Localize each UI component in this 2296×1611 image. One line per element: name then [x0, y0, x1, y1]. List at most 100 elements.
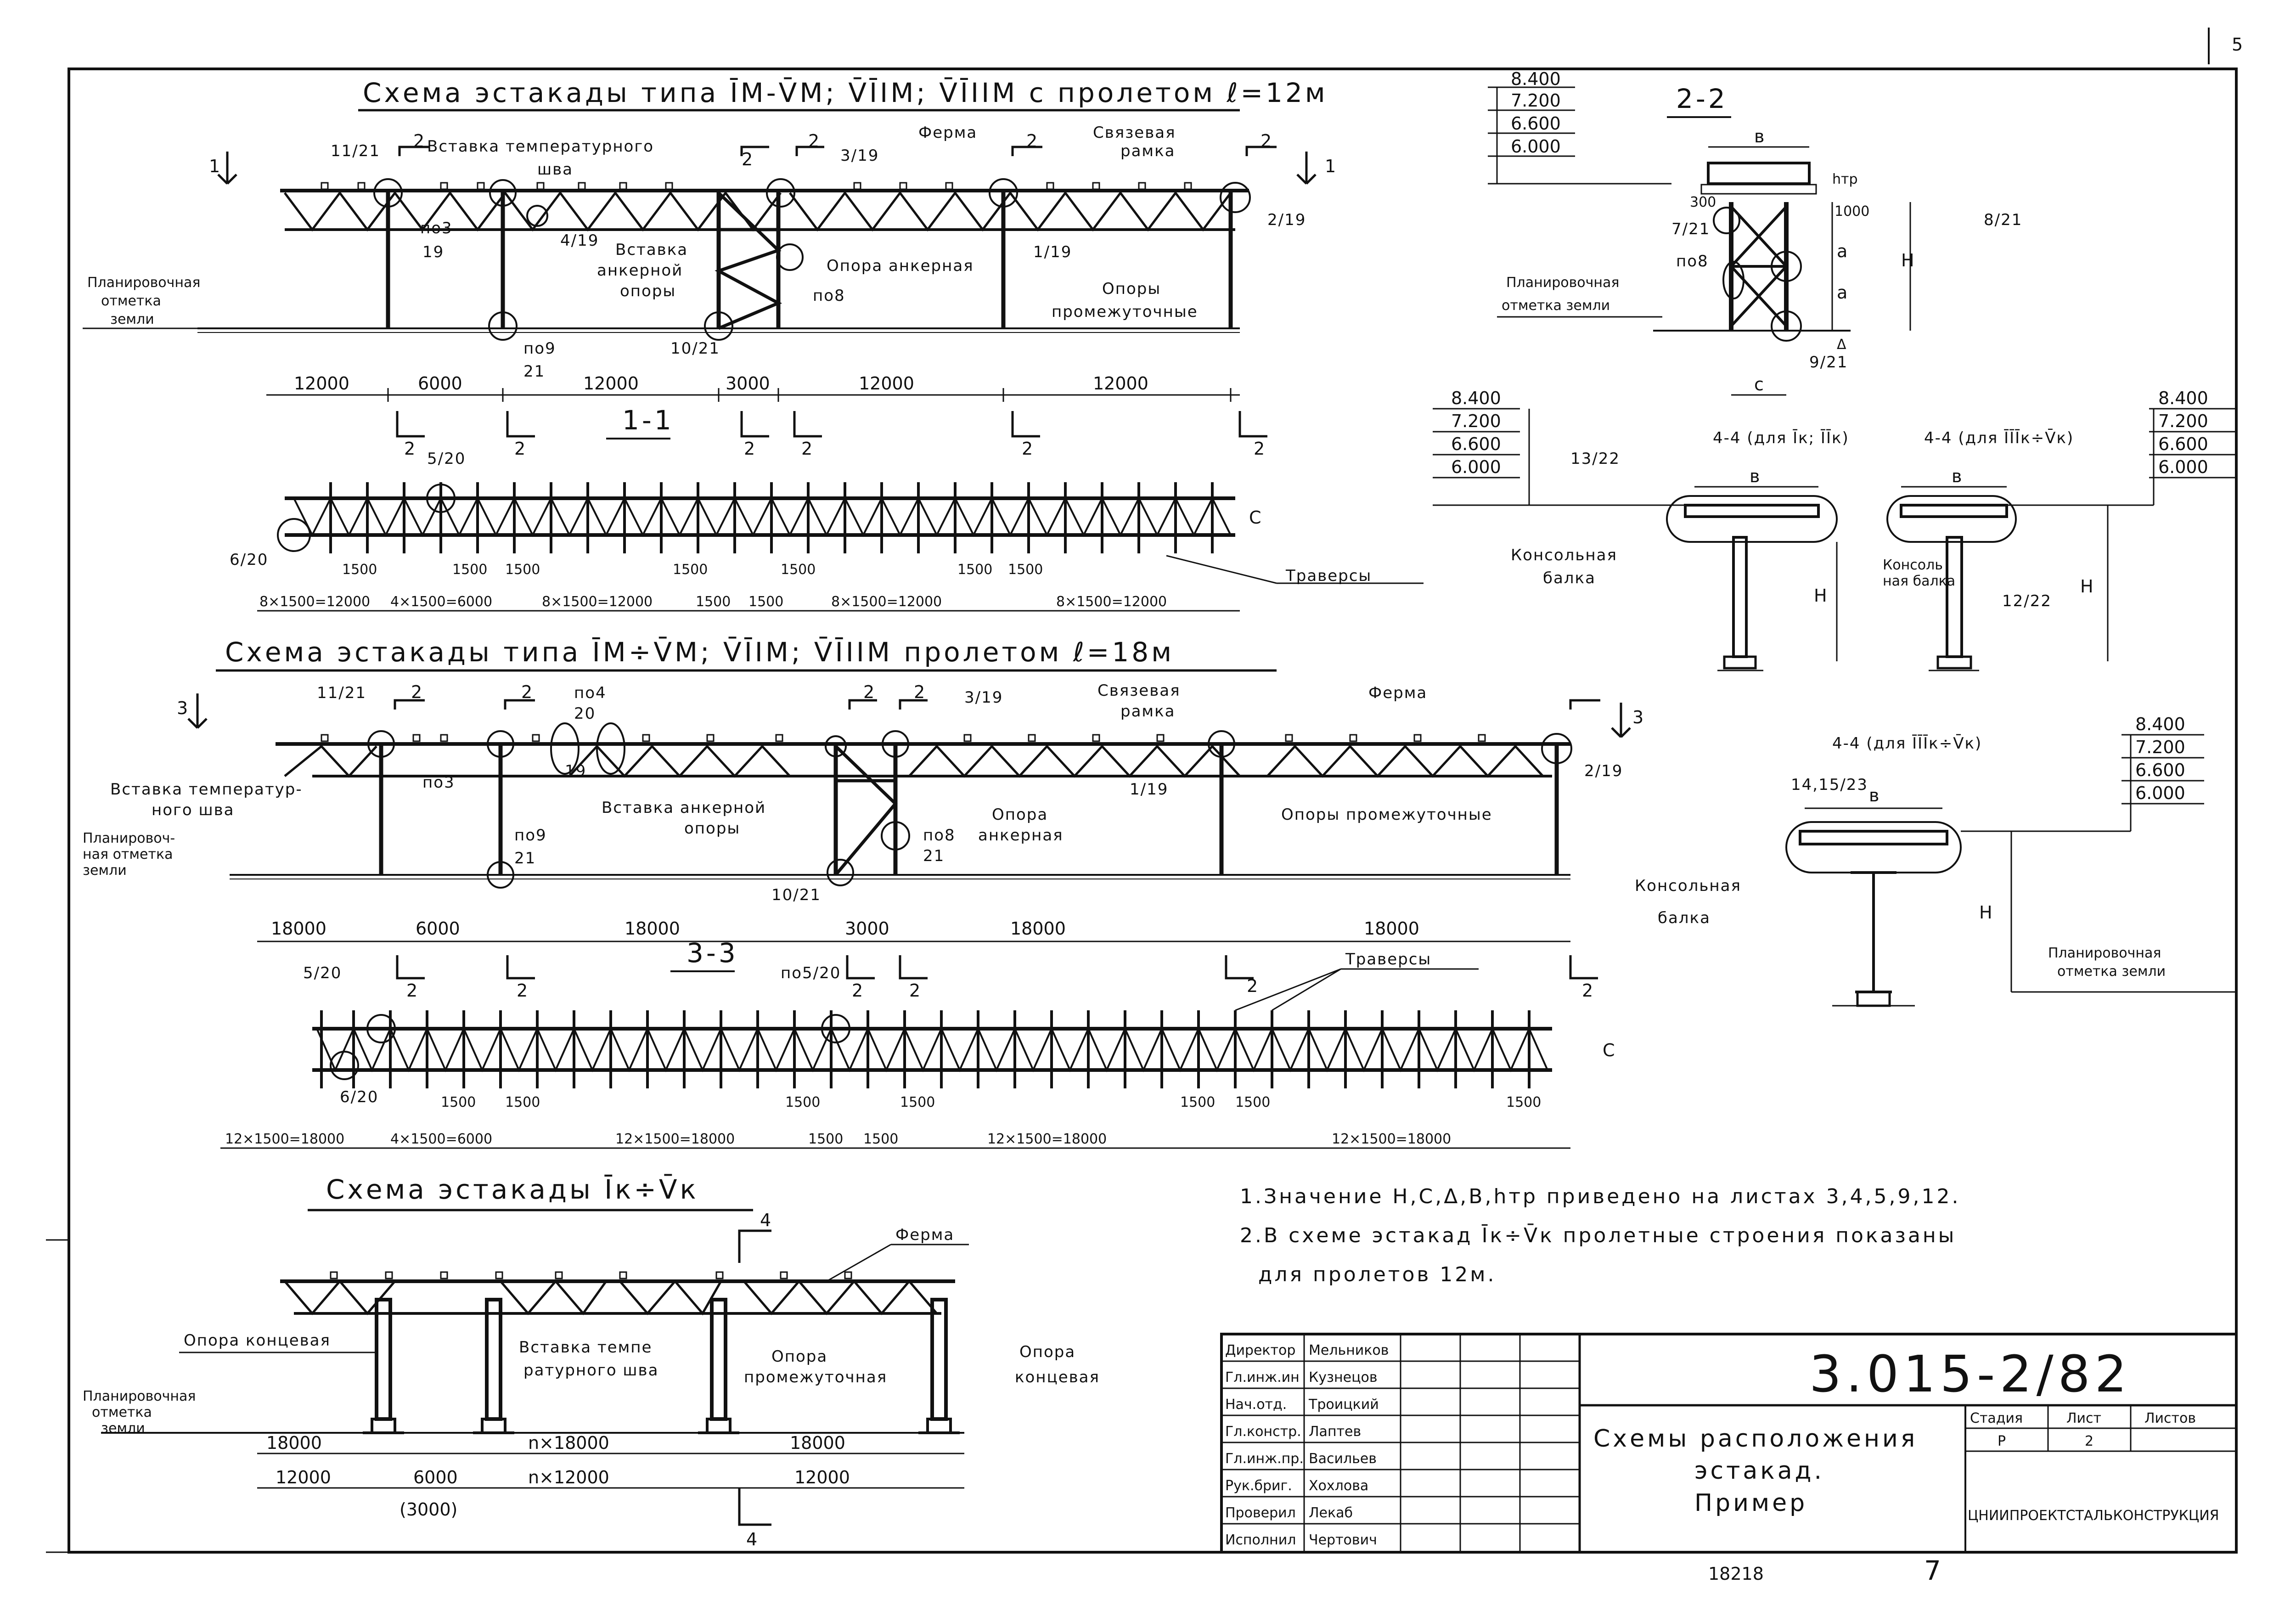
scheme-b-dim-1: 6000	[416, 918, 460, 939]
scheme-b-vstavka-temp-1: Вставка температур-	[110, 780, 303, 799]
plan-3-3-dtop-5: 1500	[1235, 1094, 1270, 1110]
scheme-b-mark-21a: 21	[514, 849, 536, 867]
scheme-b-dim-2: 18000	[625, 918, 680, 939]
section-4-4a-mark: 13/22	[1570, 450, 1620, 468]
tb-name-0: Мельников	[1309, 1342, 1389, 1358]
scheme-b-mark-2b: 2	[521, 682, 532, 702]
section-4-4c-level-1: 7.200	[2135, 737, 2185, 757]
plan-1-1-dim-4: 1500	[748, 594, 783, 610]
tb-name-3: Лаптев	[1309, 1424, 1361, 1440]
tb-role-3: Гл.констр.	[1225, 1424, 1301, 1440]
note-1: 1.Значение H,C,Δ,B,hтр приведено на лист…	[1240, 1185, 1960, 1208]
plan-3-3-dim-6: 12×1500=18000	[1332, 1131, 1451, 1147]
tb-name-7: Чертович	[1309, 1532, 1377, 1548]
scheme-b-mark-2d: 2	[914, 682, 925, 702]
scheme-c-dtop-2: 18000	[790, 1433, 845, 1453]
tb-title-0: Схемы расположения	[1593, 1425, 1918, 1453]
plan-1-1-sec-2: 2	[744, 439, 755, 459]
scheme-a-dim-1: 6000	[418, 373, 462, 394]
section-4-4a: 4-4 (для Īк; ĪĪк) 8.400 7.200 6.600 6.00…	[1433, 388, 1849, 671]
scheme-a-section-right: 1	[1325, 156, 1336, 176]
bottom-right-number: 7	[1924, 1555, 1944, 1586]
section-2-2-a2: а	[1837, 282, 1847, 303]
plan-3-3-sec-1: 2	[517, 980, 528, 1001]
section-4-4b-title: 4-4 (для ĪĪĪк÷V̄к)	[1924, 428, 2074, 447]
section-2-2-mark-9: 9/21	[1809, 353, 1848, 372]
tb-stage-h: Стадия	[1970, 1410, 2023, 1426]
tb-role-7: Исполнил	[1225, 1532, 1296, 1548]
section-2-2-level-3: 6.000	[1511, 136, 1561, 157]
scheme-c-plan-3: земли	[101, 1420, 145, 1436]
scheme-c-plan-1: Планировочная	[83, 1388, 196, 1404]
plan-1-1-dtop-4: 1500	[781, 562, 816, 578]
tb-sheet: 2	[2085, 1433, 2093, 1449]
section-4-4a-title: 4-4 (для Īк; ĪĪк)	[1713, 429, 1849, 447]
scheme-c-title: Схема эстакады Īк÷V̄к	[326, 1173, 699, 1205]
scheme-b-title: Схема эстакады типа ĪМ÷V̄М; V̄ĪIМ; V̄ĪII…	[225, 636, 1174, 668]
plan-1-1-dtop-0: 1500	[342, 562, 377, 578]
scheme-c-opora-prom-2: промежуточная	[744, 1368, 887, 1386]
scheme-b-mark-11-21: 11/21	[317, 684, 366, 702]
scheme-b-po4: по4	[574, 684, 607, 702]
section-4-4a-h: H	[1814, 586, 1827, 606]
scheme-c-opora-prom-1: Опора	[771, 1347, 827, 1366]
section-4-4c-plan-1: Планировочная	[2048, 945, 2161, 961]
plan-1-1-dim-0: 8×1500=12000	[259, 594, 370, 610]
section-2-2-a1: а	[1837, 241, 1847, 261]
plan-3-3-mark-6: 6/20	[340, 1088, 378, 1106]
section-2-2-level-2: 6.600	[1511, 113, 1561, 134]
section-4-4b-level-0: 8.400	[2158, 388, 2208, 408]
note-2: 2.В схеме эстакад Īк÷V̄к пролетные строе…	[1240, 1223, 1956, 1247]
tb-name-6: Лекаб	[1309, 1505, 1353, 1521]
plan-3-3-sec-4: 2	[1247, 976, 1258, 996]
scheme-a-mark-10-21: 10/21	[670, 339, 720, 358]
scheme-c-dtop-1: n×18000	[528, 1433, 609, 1453]
plan-1-1-c: C	[1249, 507, 1261, 528]
scheme-b-svyazevaya: Связевая	[1097, 682, 1181, 700]
scheme-b-mark-21b: 21	[923, 847, 945, 865]
scheme-a-po3: по3	[420, 219, 453, 237]
plan-3-3: 3-3 5/20 6/20 по5/20 C Траверсы	[220, 937, 1615, 1149]
scheme-a-mark-2a: 2	[413, 131, 424, 151]
plan-3-3-sec-0: 2	[406, 980, 417, 1001]
plan-1-1-dim-2: 8×1500=12000	[542, 594, 653, 610]
tb-name-4: Васильев	[1309, 1451, 1377, 1467]
plan-1-1-traversy: Траверсы	[1285, 567, 1372, 585]
tb-sheet-h: Лист	[2066, 1410, 2101, 1426]
scheme-c-vstavka-2: ратурного шва	[523, 1361, 658, 1380]
section-4-4a-level-2: 6.600	[1451, 434, 1501, 454]
section-2-2-b: в	[1754, 126, 1764, 146]
scheme-b-plan-3: земли	[83, 862, 127, 879]
scheme-b-dim-4: 18000	[1010, 918, 1066, 939]
scheme-a-opory-2: промежуточные	[1052, 303, 1198, 321]
scheme-a-mark-4-19: 4/19	[560, 231, 599, 250]
plan-1-1: 1-1 5/20 6/20 C Траверсы 2 2 2	[230, 405, 1424, 612]
plan-1-1-mark-5: 5/20	[427, 450, 466, 468]
scheme-c-dim-1: 6000	[413, 1467, 458, 1487]
section-2-2-1000: 1000	[1835, 203, 1869, 220]
scheme-b-ferma: Ферма	[1368, 684, 1427, 702]
section-4-4b-konsol-2: ная балка	[1883, 573, 1955, 589]
plan-3-3-dim-3: 1500	[808, 1131, 843, 1147]
plan-1-1-sec-3: 2	[801, 439, 812, 459]
plan-3-3-dim-0: 12×1500=18000	[225, 1131, 344, 1147]
scheme-a-mark-2d: 2	[1026, 131, 1037, 151]
scheme-b-opora-1: Опора	[992, 806, 1048, 824]
tb-role-0: Директор	[1225, 1342, 1295, 1358]
scheme-b-mark-2-19: 2/19	[1584, 762, 1623, 780]
section-4-4a-konsol-1: Консольная	[1511, 546, 1617, 564]
scheme-b-vstavka-ank-1: Вставка анкерной	[602, 799, 766, 817]
section-2-2-plan-1: Планировочная	[1506, 275, 1619, 291]
plan-3-3-dtop-1: 1500	[505, 1094, 540, 1110]
section-4-4a-level-1: 7.200	[1451, 411, 1501, 431]
scheme-a-shva: шва	[537, 160, 573, 179]
section-4-4b-b: в	[1952, 466, 1962, 486]
plan-1-1-title: 1-1	[622, 405, 674, 436]
plan-1-1-dim-3: 1500	[696, 594, 731, 610]
plan-1-1-dtop-5: 1500	[957, 562, 992, 578]
scheme-a-ramka: рамка	[1120, 142, 1175, 160]
section-2-2-po8: по8	[1676, 252, 1709, 270]
section-2-2-title: 2-2	[1676, 83, 1728, 114]
scheme-a: Схема эстакады типа ĪМ-V̄М; V̄ĪIМ; V̄ĪII…	[83, 76, 1336, 402]
